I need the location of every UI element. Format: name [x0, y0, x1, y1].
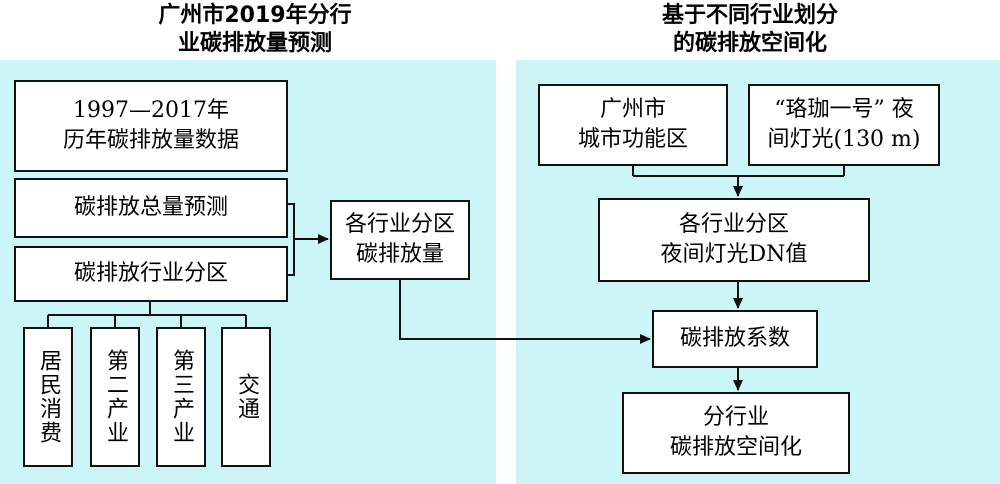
sector-box-tertiary: 第三产业 [156, 327, 206, 467]
historical-data-line-1: 1997—2017年 [73, 98, 229, 123]
sector-division-label: 碳排放行业分区 [73, 261, 228, 286]
historical-data-line-2: 历年碳排放量数据 [62, 128, 239, 153]
urban-function-line-1: 广州市 [599, 97, 666, 122]
emission-coefficient-box: 碳排放系数 [652, 310, 818, 368]
sector-box-residential: 居民消费 [23, 327, 73, 467]
dn-value-line-2: 夜间灯光DN值 [660, 242, 808, 267]
right-title-line-1: 基于不同行业划分 [661, 3, 838, 28]
night-light-line-2: 间灯光(130 m) [767, 127, 921, 152]
sector-emission-line-2: 碳排放量 [355, 242, 444, 267]
sector-box-secondary: 第二产业 [90, 327, 140, 467]
total-forecast-box: 碳排放总量预测 [14, 178, 288, 238]
sector-label-secondary: 第二产业 [103, 349, 128, 445]
left-title-line-2: 业碳排放量预测 [177, 31, 332, 56]
emission-coefficient-label: 碳排放系数 [679, 326, 790, 351]
sector-label-tertiary: 第三产业 [169, 349, 194, 445]
left-title-line-1: 广州市2019年分行 [158, 3, 352, 28]
right-title-line-2: 的碳排放空间化 [672, 31, 827, 56]
historical-data-box: 1997—2017年 历年碳排放量数据 [14, 80, 288, 172]
sector-label-residential: 居民消费 [36, 349, 61, 445]
dn-value-line-1: 各行业分区 [678, 212, 789, 237]
spatialization-line-2: 碳排放空间化 [669, 435, 802, 460]
sector-division-box: 碳排放行业分区 [14, 246, 288, 302]
left-title: 广州市2019年分行 业碳排放量预测 [95, 2, 415, 58]
night-light-line-1: “珞珈一号” 夜 [774, 97, 914, 122]
night-light-box: “珞珈一号” 夜 间灯光(130 m) [748, 84, 940, 166]
sector-emission-box: 各行业分区 碳排放量 [330, 200, 470, 280]
spatialization-box: 分行业 碳排放空间化 [622, 392, 850, 474]
sector-emission-line-1: 各行业分区 [344, 212, 455, 237]
spatialization-line-1: 分行业 [702, 405, 769, 430]
urban-function-box: 广州市 城市功能区 [538, 84, 728, 166]
sector-box-transport: 交通 [221, 327, 271, 467]
right-title: 基于不同行业划分 的碳排放空间化 [590, 2, 910, 58]
sector-label-transport: 交通 [234, 373, 259, 421]
urban-function-line-2: 城市功能区 [577, 127, 688, 152]
total-forecast-label: 碳排放总量预测 [73, 195, 228, 220]
dn-value-box: 各行业分区 夜间灯光DN值 [598, 198, 870, 282]
